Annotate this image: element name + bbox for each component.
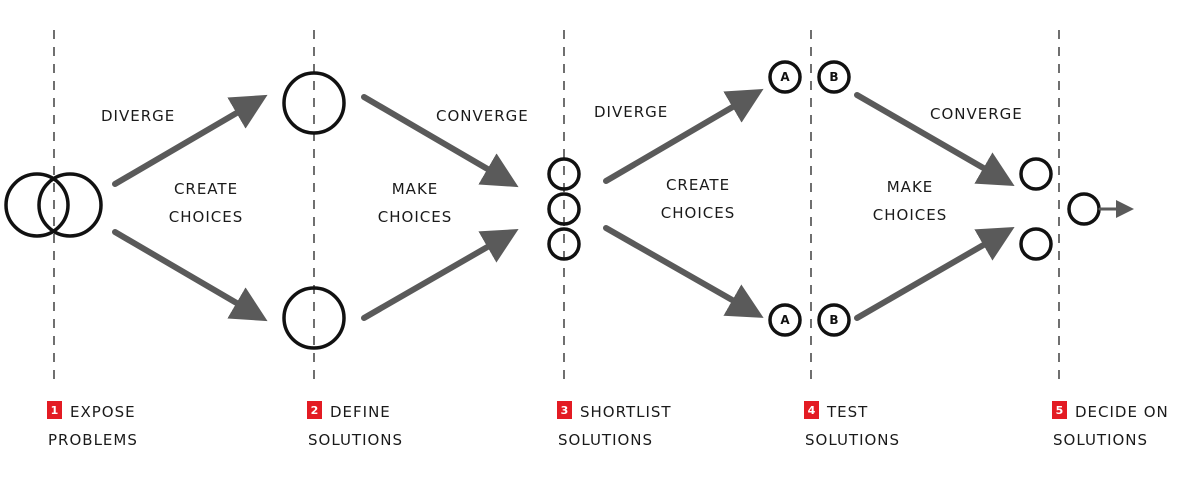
step-label-line1: EXPOSE — [70, 403, 136, 421]
test-circle-top-b — [817, 60, 851, 94]
phase-label-diverge-2: DIVERGE — [594, 98, 668, 126]
step-label-line1: DEFINE — [330, 403, 391, 421]
phase-label-text: DIVERGE — [101, 107, 176, 125]
action-label-create-choices-1: CREATE CHOICES — [160, 175, 252, 231]
shortlist-circle-1 — [547, 157, 581, 191]
action-label-line1: CREATE — [173, 180, 239, 198]
step-label-line2: SOLUTIONS — [558, 431, 654, 449]
step-label-line2: SOLUTIONS — [308, 431, 404, 449]
step-number-badge: 2 — [307, 401, 322, 419]
test-circle-bottom-b — [817, 303, 851, 337]
step-2: 2 DEFINE SOLUTIONS — [307, 398, 403, 454]
step-4: 4 TEST SOLUTIONS — [804, 398, 900, 454]
variant-letter-top-b: B — [829, 70, 839, 84]
final-circle — [1067, 192, 1101, 226]
variant-letter-top-a: A — [780, 70, 790, 84]
step-label: DEFINE SOLUTIONS — [308, 398, 403, 454]
phase-label-diverge-1: DIVERGE — [101, 102, 175, 130]
action-label-line2: CHOICES — [377, 208, 453, 226]
step-label: DECIDE ON SOLUTIONS — [1053, 398, 1169, 454]
step-number-badge: 5 — [1052, 401, 1067, 419]
step-label-line2: SOLUTIONS — [805, 431, 901, 449]
phase-label-converge-1: CONVERGE — [436, 102, 529, 130]
shortlist-circle-2 — [547, 192, 581, 226]
step-number-badge: 3 — [557, 401, 572, 419]
step-label: SHORTLIST SOLUTIONS — [558, 398, 672, 454]
shortlist-circle-3 — [547, 227, 581, 261]
arrow-diverge-1-down — [112, 229, 268, 322]
test-circle-top-a — [768, 60, 802, 94]
problem-circle-left — [4, 172, 70, 238]
variant-letter-bottom-b: B — [829, 313, 839, 327]
step-5: 5 DECIDE ON SOLUTIONS — [1052, 398, 1169, 454]
action-label-line1: CREATE — [665, 176, 731, 194]
variant-letter-bottom-a: A — [780, 313, 790, 327]
arrow-converge-1-down — [361, 94, 519, 188]
step-number-badge: 1 — [47, 401, 62, 419]
step-label: EXPOSE PROBLEMS — [48, 398, 138, 454]
circles — [4, 60, 1101, 350]
decide-circle-bottom — [1019, 227, 1053, 261]
arrow-converge-2-up — [854, 226, 1015, 321]
action-label-line2: CHOICES — [660, 204, 736, 222]
stage-dividers — [53, 30, 1060, 385]
arrow-converge-2-down — [854, 92, 1015, 187]
arrows — [112, 88, 1015, 322]
phase-label-text: CONVERGE — [930, 105, 1023, 123]
arrow-converge-1-up — [361, 229, 519, 321]
step-label-line1: DECIDE ON — [1075, 403, 1169, 421]
action-label-make-choices-2: MAKE CHOICES — [862, 173, 958, 229]
arrow-diverge-2-down — [603, 225, 764, 318]
solution-circle-top — [282, 71, 346, 135]
step-label-line2: SOLUTIONS — [1053, 431, 1149, 449]
step-label-line1: SHORTLIST — [580, 403, 672, 421]
step-label-line1: TEST — [827, 403, 869, 421]
phase-label-text: CONVERGE — [436, 107, 529, 125]
action-label-line2: CHOICES — [872, 206, 948, 224]
action-label-line2: CHOICES — [168, 208, 244, 226]
step-1: 1 EXPOSE PROBLEMS — [47, 398, 138, 454]
phase-label-converge-2: CONVERGE — [930, 100, 1023, 128]
step-label: TEST SOLUTIONS — [805, 398, 900, 454]
phase-label-text: DIVERGE — [594, 103, 669, 121]
decide-circle-top — [1019, 157, 1053, 191]
step-3: 3 SHORTLIST SOLUTIONS — [557, 398, 672, 454]
action-label-make-choices-1: MAKE CHOICES — [367, 175, 463, 231]
arrow-diverge-1-up — [112, 94, 268, 187]
test-circle-bottom-a — [768, 303, 802, 337]
problem-circle-right — [37, 172, 103, 238]
step-label-line2: PROBLEMS — [48, 431, 138, 449]
arrow-diverge-2-up — [603, 88, 764, 184]
action-label-line1: MAKE — [886, 178, 934, 196]
solution-circle-bottom — [282, 286, 346, 350]
action-label-create-choices-2: CREATE CHOICES — [652, 171, 744, 227]
action-label-line1: MAKE — [391, 180, 439, 198]
step-number-badge: 4 — [804, 401, 819, 419]
